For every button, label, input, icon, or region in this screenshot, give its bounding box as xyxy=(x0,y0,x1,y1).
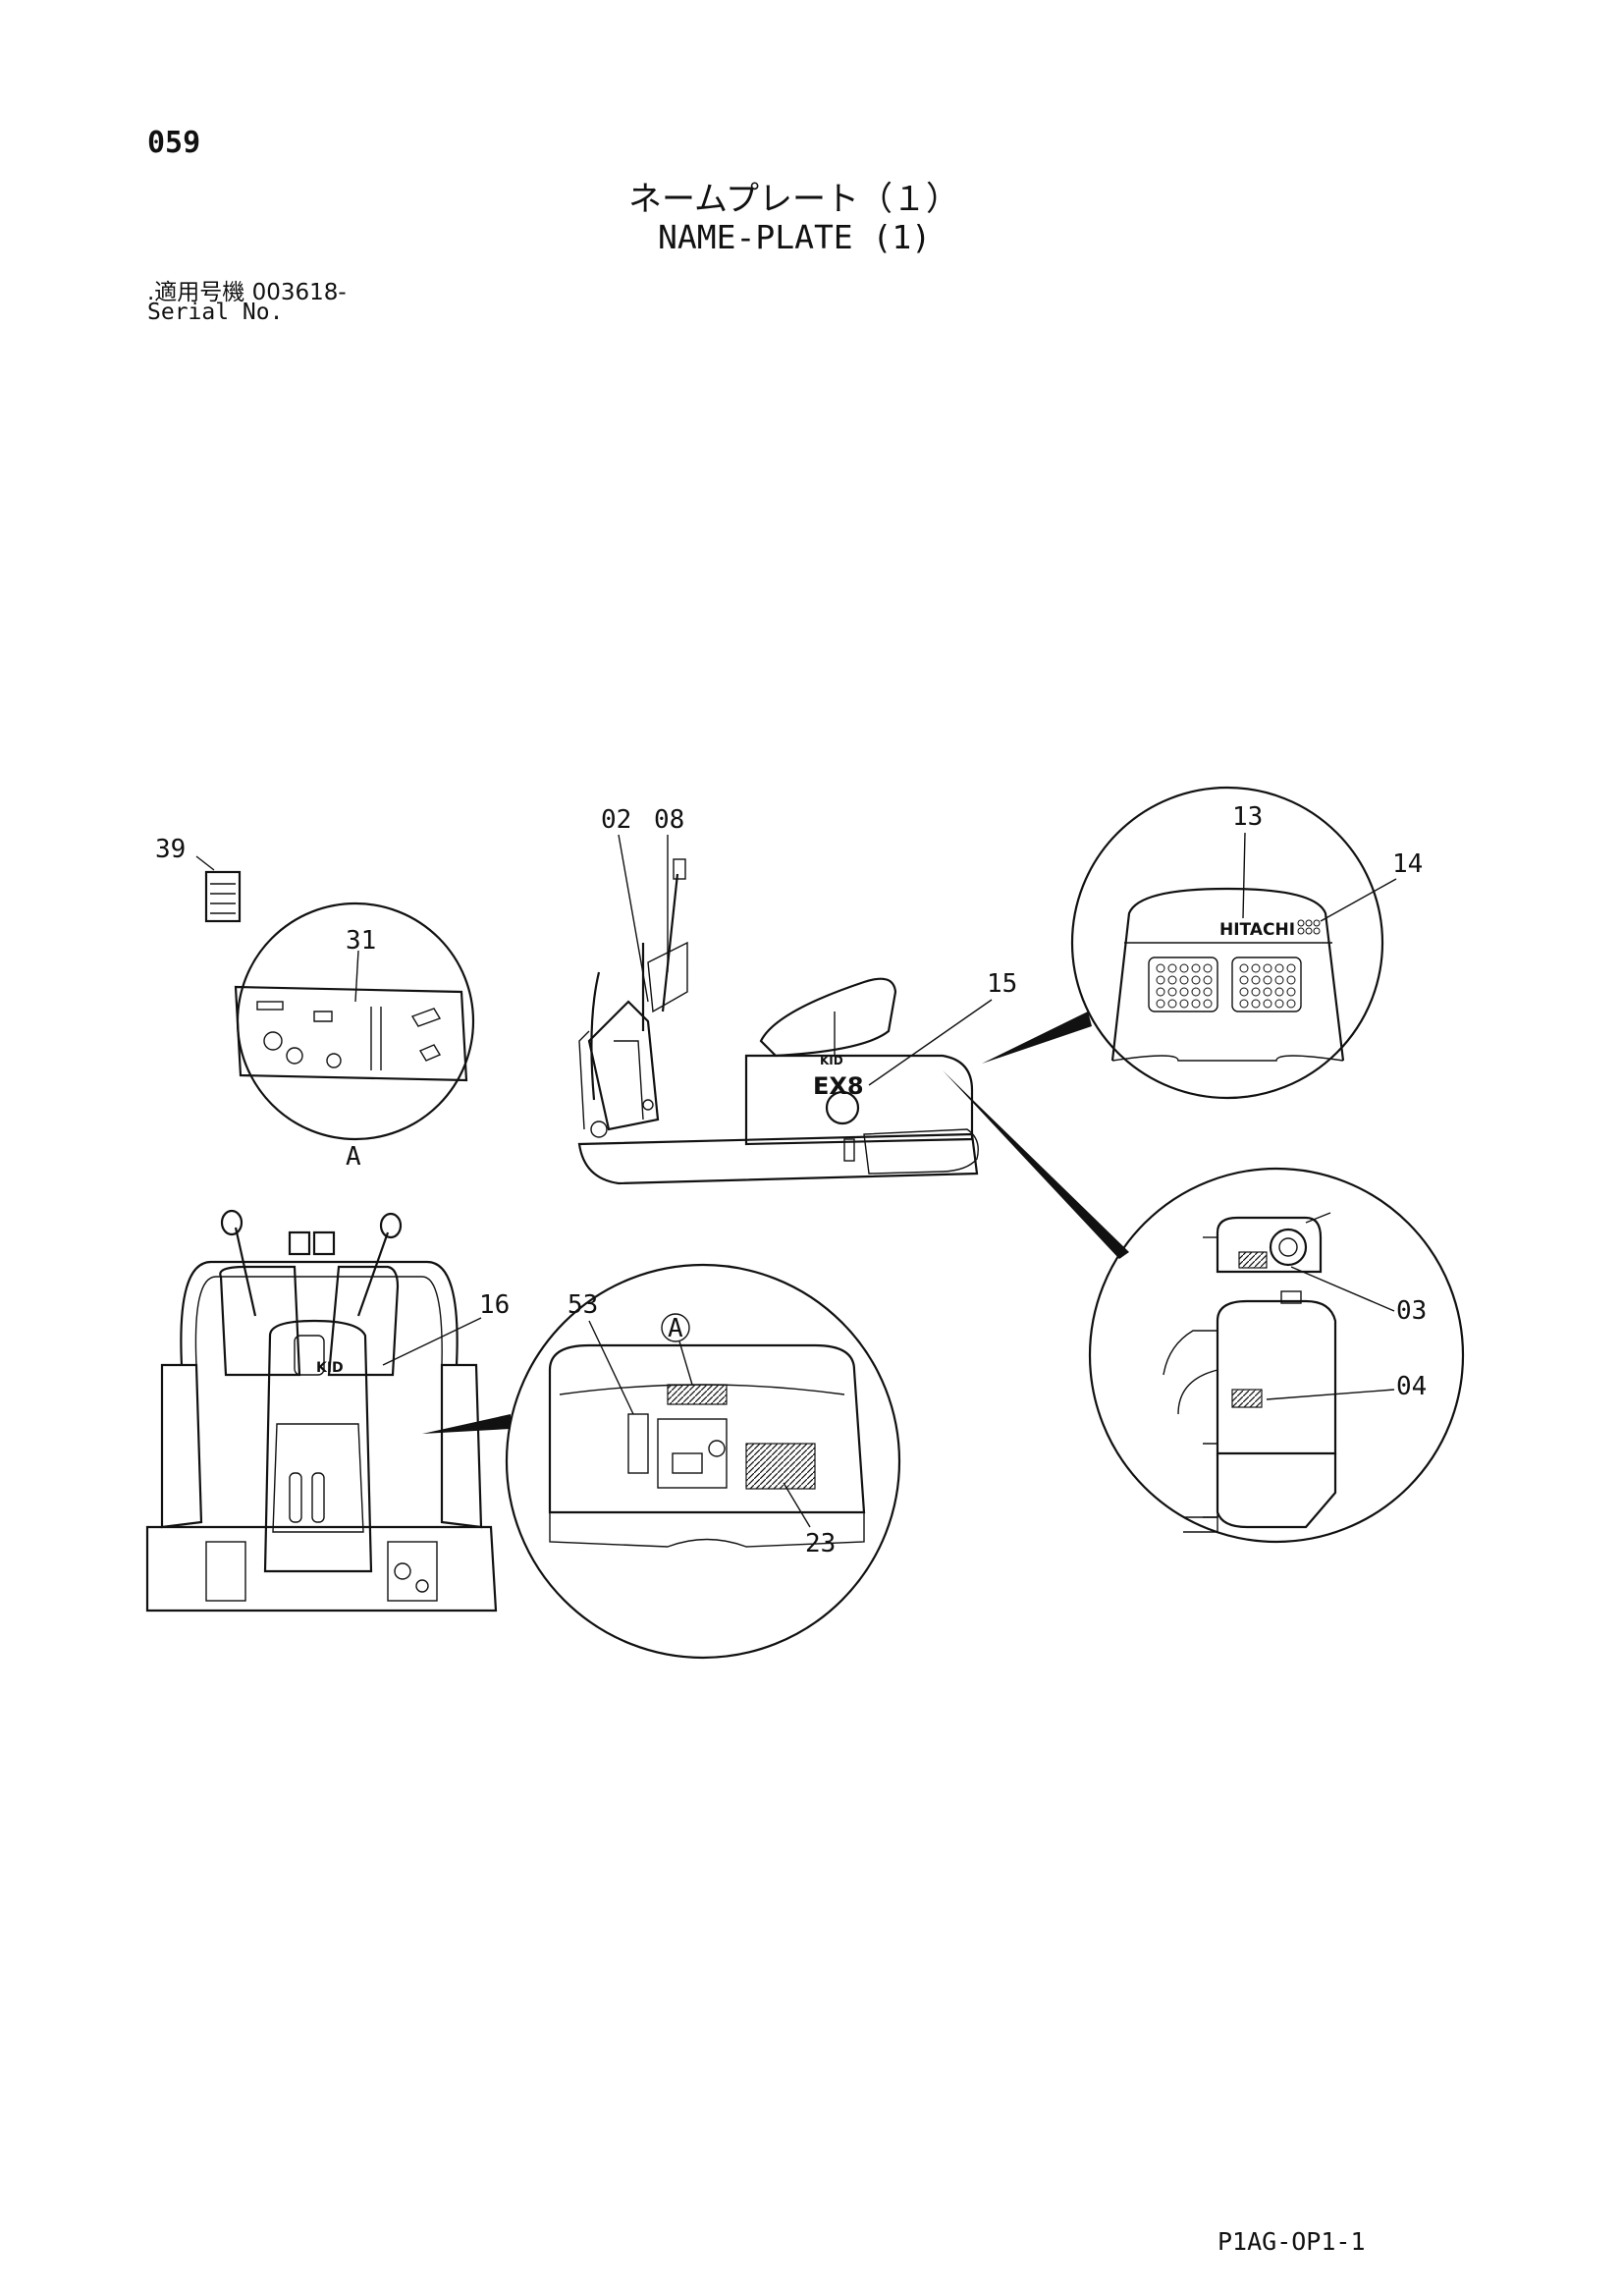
decal-hitachi: HITACHI xyxy=(1219,920,1295,940)
callout-15: 15 xyxy=(987,969,1017,999)
detail-circle-rear xyxy=(505,1263,901,1660)
callout-13: 13 xyxy=(1232,802,1263,832)
decal-kid-side: KID xyxy=(820,1054,843,1067)
callout-a-marker: A xyxy=(668,1314,683,1343)
hitachi-logo-mark xyxy=(1297,919,1321,935)
callout-16: 16 xyxy=(479,1290,510,1320)
decal-ex8: EX8 xyxy=(813,1072,864,1100)
page-number: 059 xyxy=(147,126,201,160)
callout-a: A xyxy=(346,1142,361,1172)
serial-label-japanese: .適用号機 003618- xyxy=(147,280,347,305)
callout-04: 04 xyxy=(1396,1372,1427,1401)
pointer-to-cover-detail xyxy=(982,1011,1092,1064)
pointer-to-tank-detail xyxy=(943,1070,1129,1259)
decal-03 xyxy=(1238,1251,1268,1269)
callout-31: 31 xyxy=(346,926,376,956)
serial-label-english: Serial No. xyxy=(147,300,284,325)
callout-23: 23 xyxy=(805,1529,836,1558)
part-39-tag xyxy=(195,855,242,923)
footer-code: P1AG-OP1-1 xyxy=(1217,2227,1366,2256)
detail-circle-hood xyxy=(1070,786,1384,1100)
page-title-japanese: ネームプレート（１） xyxy=(628,180,959,219)
callout-14: 14 xyxy=(1392,849,1423,879)
reference-marker-a xyxy=(661,1313,690,1342)
decal-a-location xyxy=(667,1384,728,1405)
callout-02: 02 xyxy=(601,805,631,835)
callout-39: 39 xyxy=(155,835,186,864)
pointer-to-rear-detail xyxy=(422,1414,511,1434)
detail-circle-a xyxy=(234,902,475,1141)
machine-side-view xyxy=(577,858,979,1185)
callout-03: 03 xyxy=(1396,1296,1427,1326)
machine-front-view xyxy=(145,1209,498,1613)
decal-23 xyxy=(745,1443,816,1490)
decal-kid-front: KID xyxy=(316,1360,344,1376)
callout-53: 53 xyxy=(568,1290,598,1320)
page-title-english: NAME-PLATE (1) xyxy=(658,218,932,256)
decal-04 xyxy=(1231,1389,1263,1408)
callout-08: 08 xyxy=(654,805,684,835)
detail-circle-tanks xyxy=(1088,1167,1465,1544)
